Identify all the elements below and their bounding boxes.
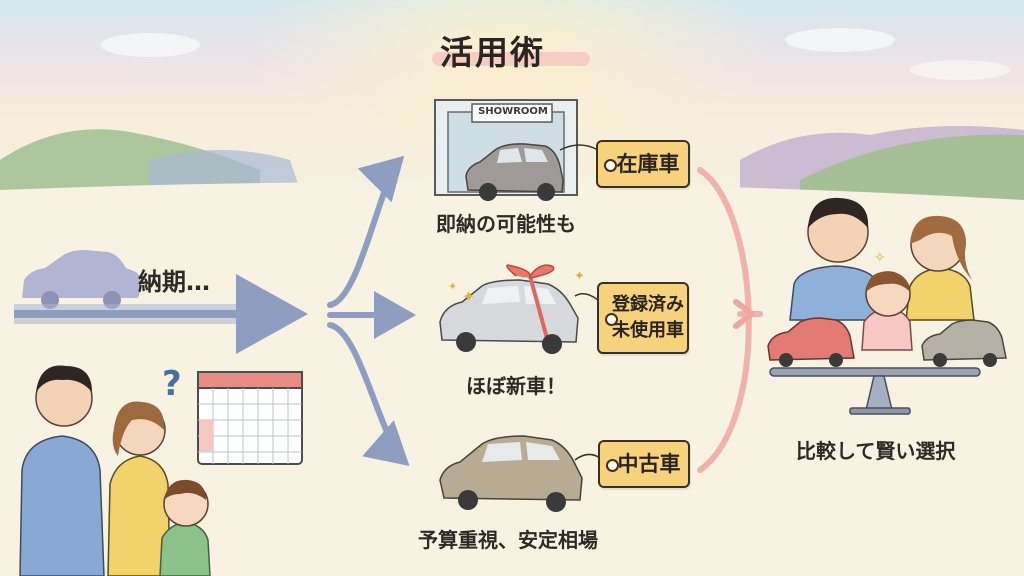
branch-arrow-top <box>327 155 405 308</box>
tag-label: 中古車 <box>617 452 681 476</box>
tag-unused-car: 登録済み 未使用車 <box>597 282 689 354</box>
hill-right <box>800 134 1024 210</box>
stock-car <box>465 143 564 201</box>
happy-father <box>789 197 883 321</box>
cloud <box>785 28 895 52</box>
worried-mother <box>107 401 171 576</box>
delivery-caption: 納期… <box>138 268 210 296</box>
tag-label-line1: 登録済み <box>612 294 684 315</box>
title-highlight <box>432 52 590 66</box>
option-caption-used: 予算重視、安定相場 <box>418 528 598 552</box>
happy-mother <box>905 215 975 321</box>
cloud <box>910 60 1010 80</box>
option-caption-stock: 即納の可能性も <box>436 212 576 236</box>
comparison-caption: 比較して賢い選択 <box>796 439 956 463</box>
showroom-sign: SHOWROOM <box>478 106 548 117</box>
branch-arrow-bottom <box>327 322 410 466</box>
worried-child <box>159 479 211 576</box>
used-car <box>439 435 583 512</box>
tag-stock-car: 在庫車 <box>596 140 690 188</box>
tag-string <box>574 453 601 461</box>
tag-hole <box>604 159 617 172</box>
happy-child: ✧ <box>861 250 913 351</box>
svg-text:✦: ✦ <box>574 269 585 284</box>
page-title: 活用術 <box>440 33 545 72</box>
branch-arrows <box>327 155 416 466</box>
tag-hole <box>605 313 618 326</box>
tag-used-car: 中古車 <box>598 440 690 488</box>
unused-car: ✦ ✦ ✦ <box>439 264 585 354</box>
tag-string <box>559 144 599 151</box>
converge-arrowhead <box>733 299 755 329</box>
scale-gray-car <box>921 319 1007 367</box>
balance-scale <box>769 367 981 415</box>
scale-red-car <box>767 317 855 367</box>
tag-hole <box>606 459 619 472</box>
svg-text:✦: ✦ <box>448 280 457 293</box>
svg-text:✦: ✦ <box>462 287 475 306</box>
calendar <box>197 371 303 465</box>
hill-left-back <box>150 150 300 190</box>
question-mark-icon: ? <box>162 364 182 404</box>
worried-father <box>19 365 105 576</box>
svg-text:✧: ✧ <box>874 250 886 266</box>
tag-string <box>574 293 599 301</box>
tag-label: 在庫車 <box>616 152 680 176</box>
tag-label-line2: 未使用車 <box>612 320 684 341</box>
option-caption-unused: ほぼ新車！ <box>466 374 566 398</box>
cloud <box>100 33 200 57</box>
